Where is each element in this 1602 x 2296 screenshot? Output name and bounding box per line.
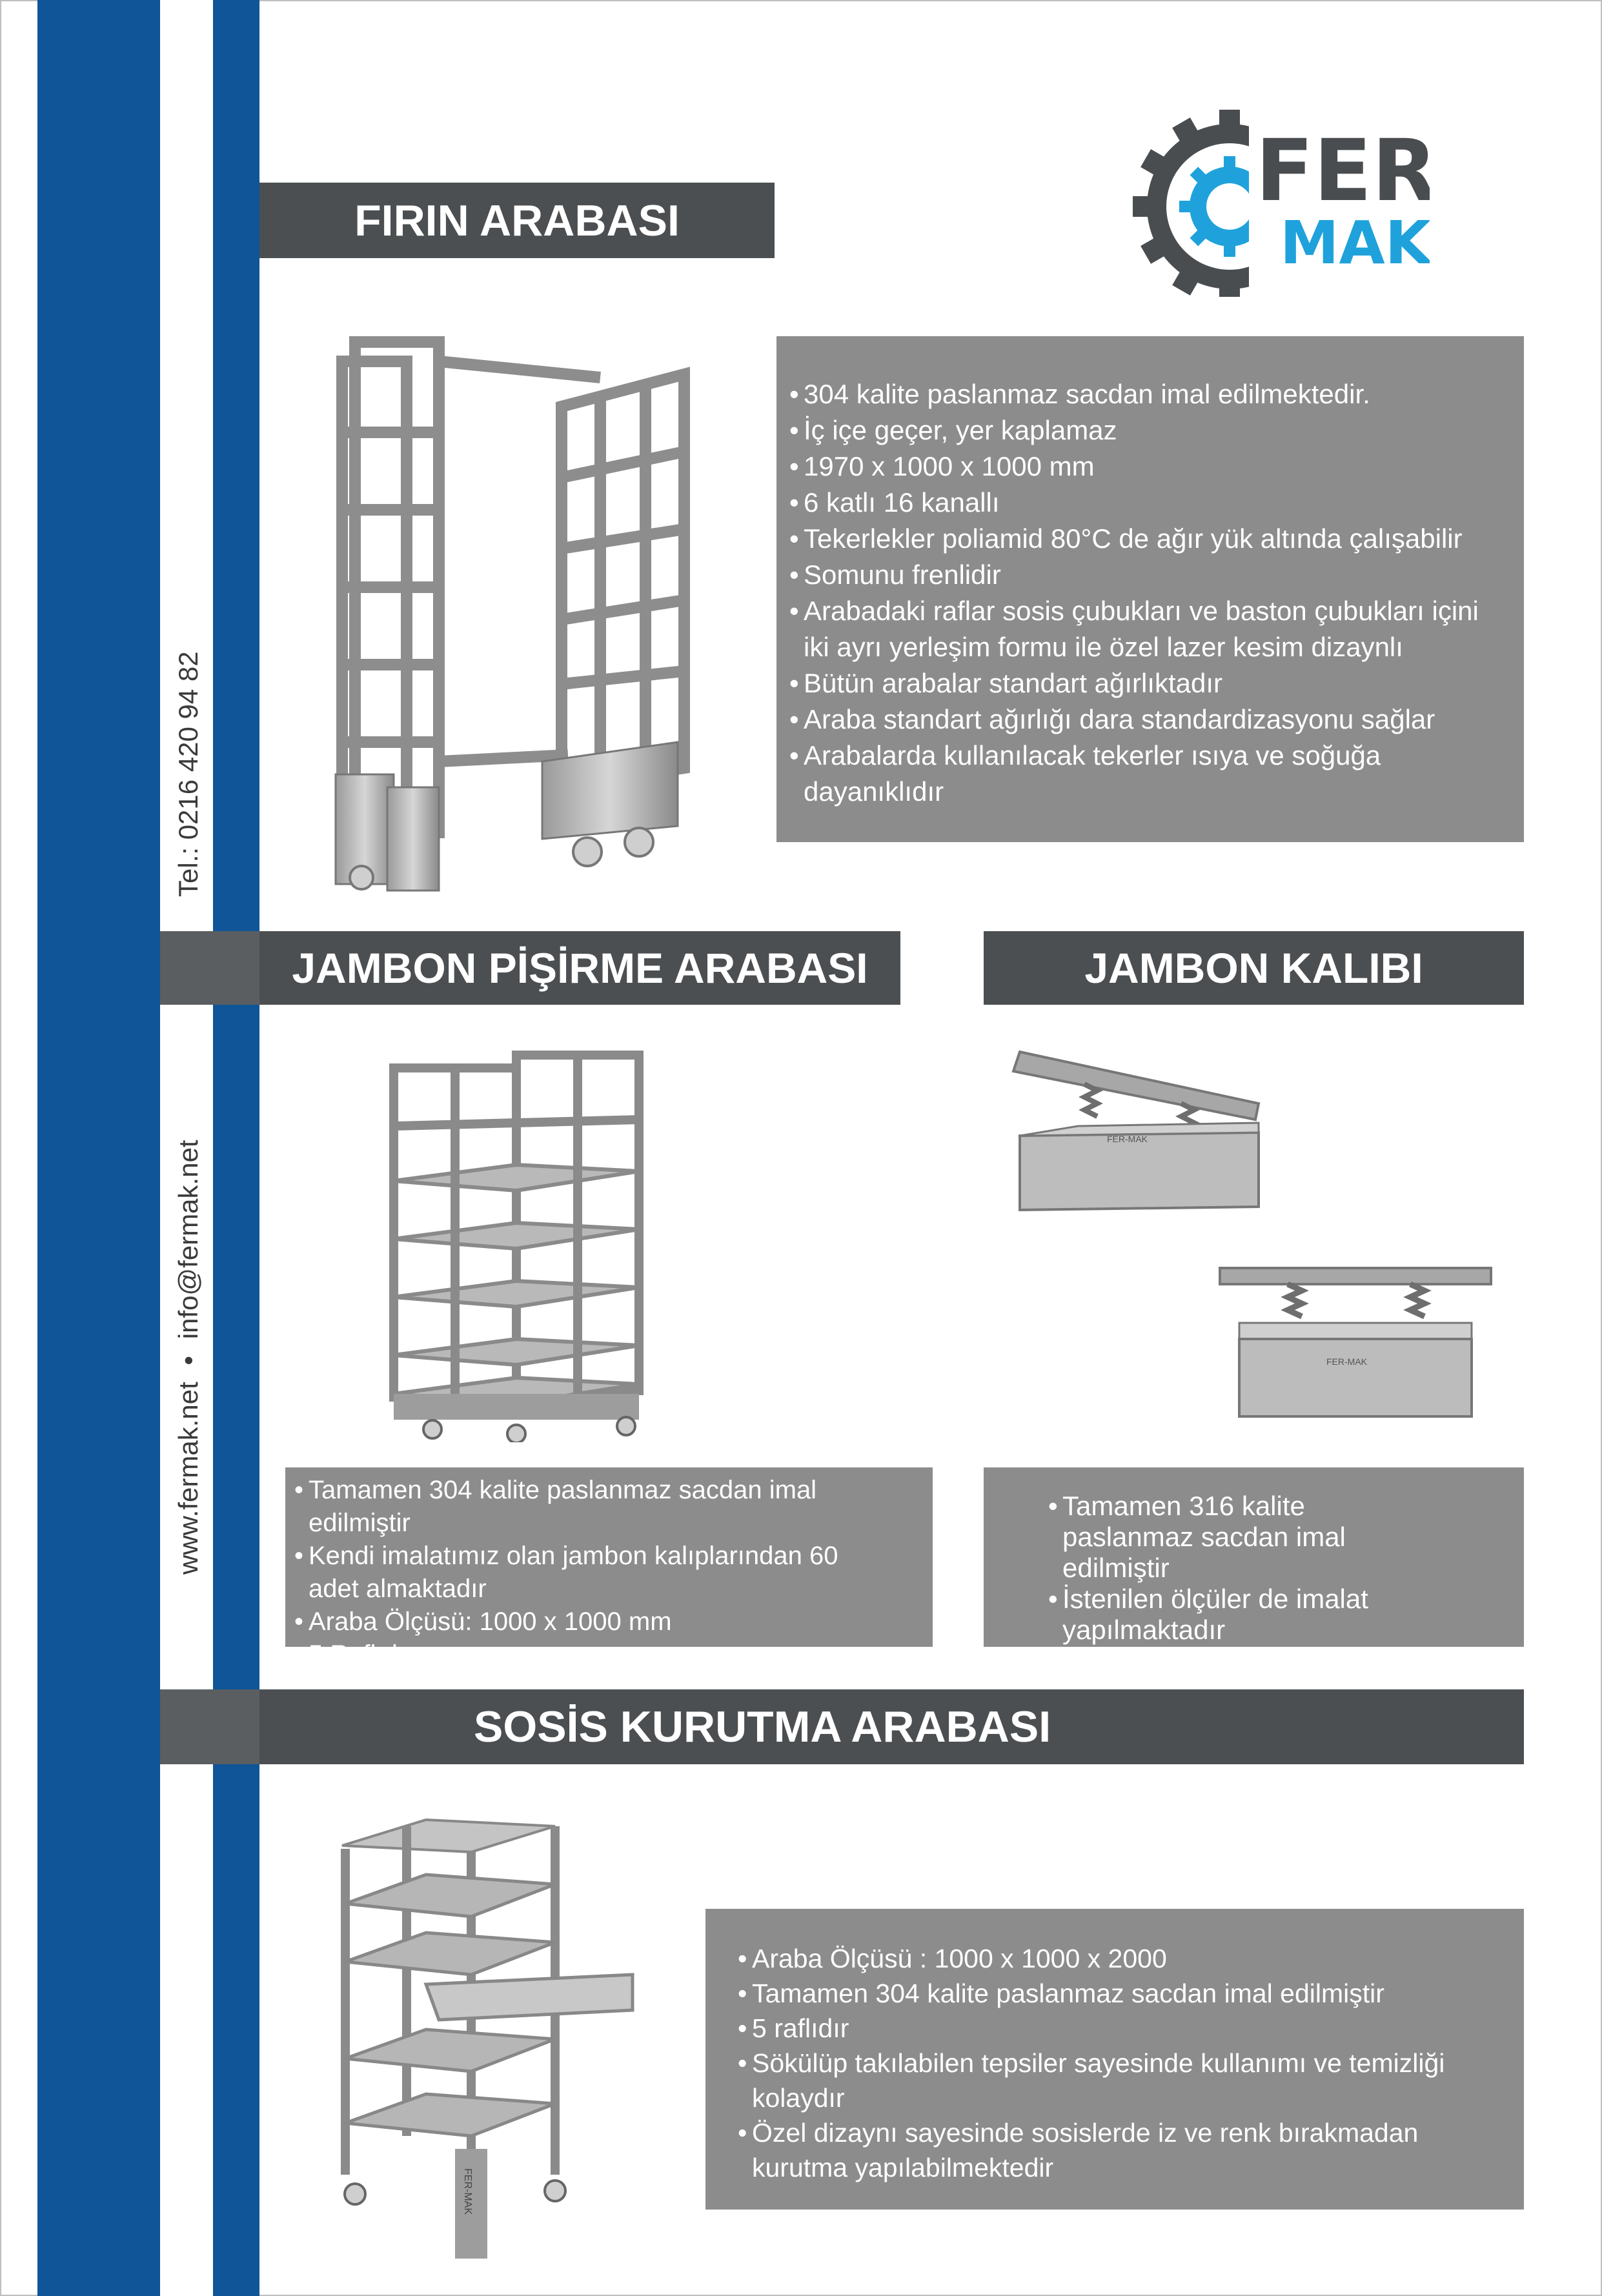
feature-item: Sökülüp takılabilen tepsiler sayesinde k…	[738, 2046, 1498, 2115]
jambon-kalibi-photo-2: FER-MAK	[1219, 1267, 1492, 1418]
feature-item: Araba Ölçüsü: 1000 x 1000 mm	[294, 1606, 924, 1638]
feature-item: Tamamen 316 kalite paslanmaz sacdan imal…	[1048, 1491, 1511, 1584]
feature-item: 1970 x 1000 x 1000 mm	[789, 448, 1511, 485]
feature-item: Tamamen 304 kalite paslanmaz sacdan imal…	[738, 1976, 1498, 2011]
sosis-title: SOSİS KURUTMA ARABASI	[474, 1702, 1051, 1751]
sosis-features-list: Araba Ölçüsü : 1000 x 1000 x 2000 Tamame…	[738, 1941, 1498, 2185]
feature-item: Tamamen 304 kalite paslanmaz sacdan imal…	[294, 1474, 924, 1540]
firin-features-list: 304 kalite paslanmaz sacdan imal edilmek…	[789, 376, 1511, 810]
svg-text:FER-MAK: FER-MAK	[1326, 1356, 1368, 1367]
web-email-text: www.fermak.net • info@fermak.net	[173, 1140, 204, 1575]
fermak-logo: FER MAK	[1133, 103, 1437, 310]
feature-item: 5 raflıdır	[738, 2011, 1498, 2046]
jambon-kalibi-features-box: Tamamen 316 kalite paslanmaz sacdan imal…	[984, 1467, 1524, 1647]
jambon-kalibi-features-list: Tamamen 316 kalite paslanmaz sacdan imal…	[1048, 1491, 1511, 1646]
feature-item: İç içe geçer, yer kaplamaz	[789, 412, 1511, 448]
svg-text:FER-MAK: FER-MAK	[462, 2168, 473, 2215]
firin-features-box: 304 kalite paslanmaz sacdan imal edilmek…	[776, 336, 1524, 842]
feature-item: Tekerlekler poliamid 80°C de ağır yük al…	[789, 521, 1511, 557]
feature-item: Arabalarda kullanılacak tekerler ısıya v…	[789, 738, 1511, 810]
gear-logo-icon: FER MAK	[1133, 103, 1437, 310]
sosis-band-accent	[160, 1689, 259, 1764]
feature-item: Kendi imalatımız olan jambon kalıplarınd…	[294, 1540, 924, 1606]
separator-bullet: •	[173, 1355, 203, 1365]
left-white-stripe	[160, 0, 213, 2296]
phone-text: Tel.: 0216 420 94 82	[173, 651, 203, 897]
jambon-kalibi-photo-1: FER-MAK	[1011, 1050, 1261, 1212]
website-link[interactable]: www.fermak.net	[173, 1382, 203, 1575]
jambon-pisirme-features-list: Tamamen 304 kalite paslanmaz sacdan imal…	[294, 1474, 924, 1671]
inner-blue-stripe	[213, 0, 259, 2296]
feature-item: Özel dizaynı sayesinde sosislerde iz ve …	[738, 2115, 1498, 2185]
email-link[interactable]: info@fermak.net	[173, 1140, 203, 1340]
svg-text:FER: FER	[1255, 121, 1430, 221]
feature-item: 6 katlı 16 kanallı	[789, 485, 1511, 521]
svg-text:FER-MAK: FER-MAK	[1107, 1134, 1148, 1144]
jambon-pisirme-arabasi-photo	[389, 1051, 644, 1442]
jambon-pisirme-title-band: JAMBON PİŞİRME ARABASI	[259, 931, 900, 1005]
feature-item: 304 kalite paslanmaz sacdan imal edilmek…	[789, 376, 1511, 412]
jambon-band-accent	[160, 931, 259, 1005]
sosis-title-band: SOSİS KURUTMA ARABASI	[259, 1689, 1524, 1764]
svg-text:MAK: MAK	[1280, 208, 1430, 277]
jambon-pisirme-title: JAMBON PİŞİRME ARABASI	[292, 944, 868, 992]
feature-item: Bütün arabalar standart ağırlıktadır	[789, 665, 1511, 701]
firin-title: FIRIN ARABASI	[354, 196, 680, 245]
jambon-kalibi-title-band: JAMBON KALIBI	[984, 931, 1524, 1005]
firin-title-band: FIRIN ARABASI	[259, 183, 775, 258]
sosis-kurutma-arabasi-photo: FER-MAK	[341, 1818, 634, 2259]
feature-item: İstenilen ölçüler de imalat yapılmaktadı…	[1048, 1584, 1511, 1646]
firin-arabasi-photo	[334, 336, 690, 892]
feature-item: Somunu frenlidir	[789, 557, 1511, 593]
feature-item: 5 Raflıdır	[294, 1638, 924, 1671]
jambon-kalibi-title: JAMBON KALIBI	[1084, 944, 1423, 992]
feature-item: Araba Ölçüsü : 1000 x 1000 x 2000	[738, 1941, 1498, 1976]
left-blue-stripe	[37, 0, 160, 2296]
feature-item: Arabadaki raflar sosis çubukları ve bast…	[789, 593, 1511, 665]
jambon-pisirme-features-box: Tamamen 304 kalite paslanmaz sacdan imal…	[285, 1467, 933, 1671]
feature-item: Araba standart ağırlığı dara standardiza…	[789, 701, 1511, 738]
sosis-features-box: Araba Ölçüsü : 1000 x 1000 x 2000 Tamame…	[705, 1909, 1524, 2210]
